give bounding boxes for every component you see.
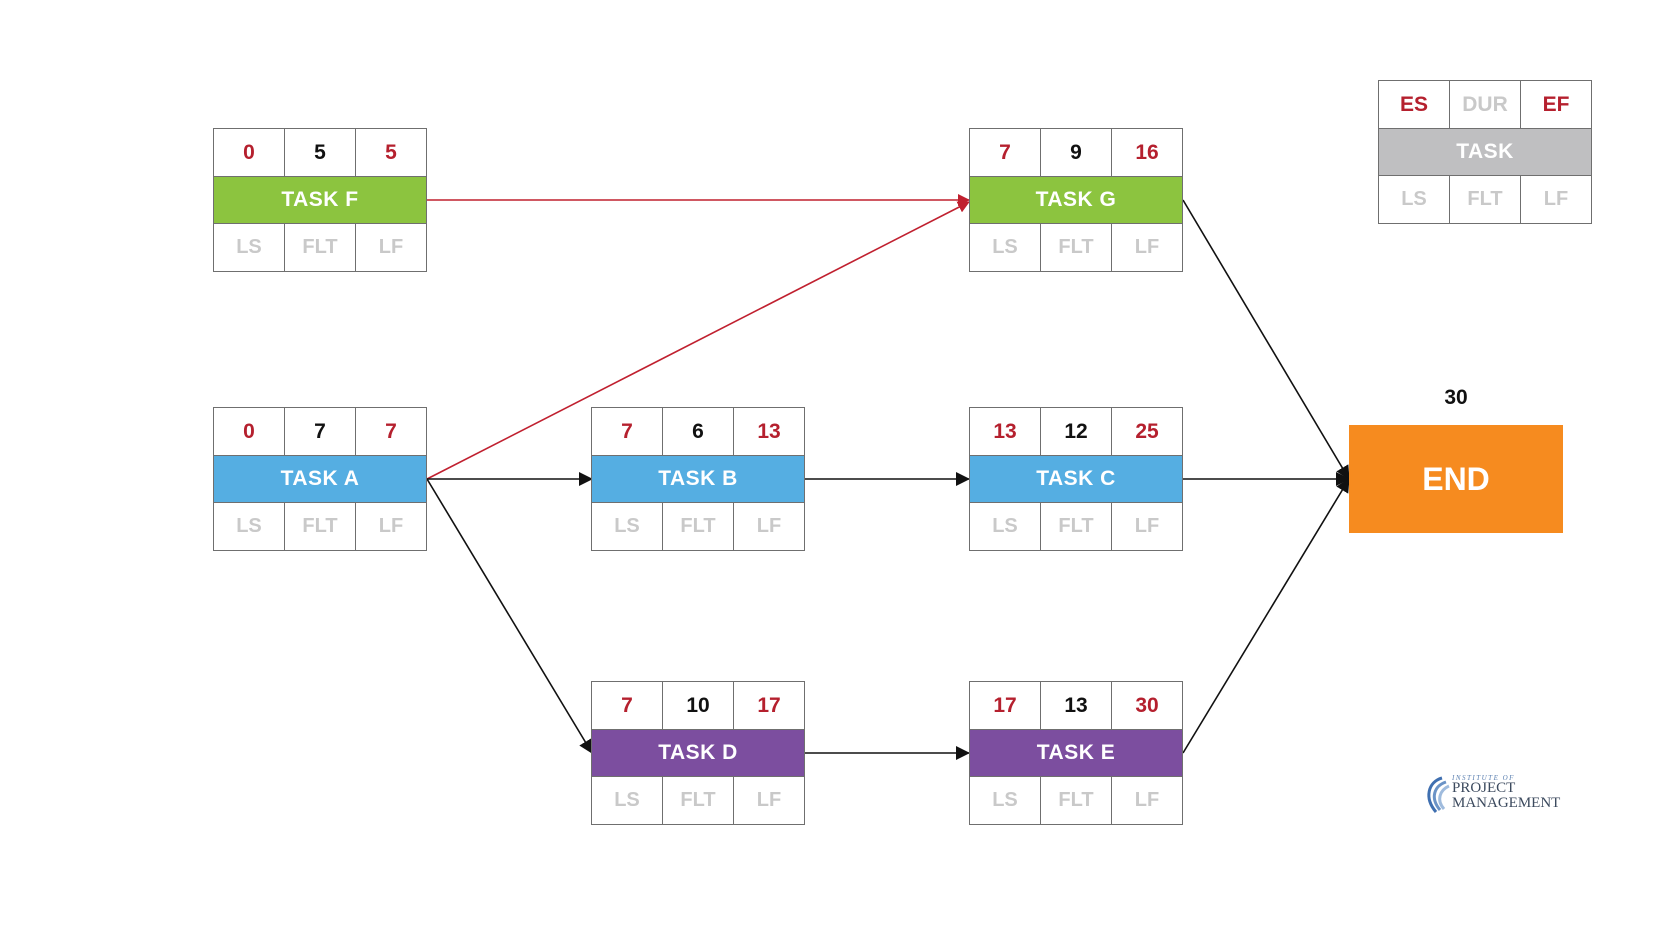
task-node-b: 7 6 13 TASK B LS FLT LF [591,407,805,551]
early-finish: 5 [355,129,426,176]
float: FLT [1040,224,1111,271]
legend-ls: LS [1401,188,1427,210]
late-finish: LF [1111,777,1182,824]
float: FLT [284,224,355,271]
task-name: TASK A [214,456,426,502]
logo-line-3: MANAGEMENT [1452,795,1561,811]
late-start: LS [236,236,262,258]
late-start: LS [236,515,262,537]
task-node-g: 7 9 16 TASK G LS FLT LF [969,128,1183,272]
end-node: END [1349,425,1563,533]
task-node-f: 0 5 5 TASK F LS FLT LF [213,128,427,272]
early-finish: 30 [1111,682,1182,729]
task-name: TASK E [970,730,1182,776]
duration: 9 [1040,129,1111,176]
late-finish: LF [355,503,426,550]
edge-a-g [426,201,970,480]
late-finish: LF [1111,224,1182,271]
duration: 12 [1040,408,1111,455]
early-start: 17 [993,693,1017,717]
legend-es: ES [1399,92,1428,116]
logo-line-2: PROJECT [1452,780,1516,796]
task-node-a: 0 7 7 TASK A LS FLT LF [213,407,427,551]
task-name: TASK F [214,177,426,223]
early-start: 0 [243,419,255,443]
late-start: LS [992,515,1018,537]
edge-g-end [1182,199,1350,480]
duration: 13 [1040,682,1111,729]
logo-mark-icon [1427,776,1450,813]
task-node-c: 13 12 25 TASK C LS FLT LF [969,407,1183,551]
late-finish: LF [355,224,426,271]
task-name: TASK G [970,177,1182,223]
float: FLT [284,503,355,550]
edge-e-end [1182,478,1350,754]
institute-logo: INSTITUTE OF PROJECT MANAGEMENT [1420,774,1570,818]
task-node-d: 7 10 17 TASK D LS FLT LF [591,681,805,825]
legend-ef: EF [1520,81,1591,128]
duration: 10 [662,682,733,729]
late-start: LS [992,236,1018,258]
float: FLT [1040,503,1111,550]
early-start: 7 [999,140,1011,164]
task-name: TASK D [592,730,804,776]
duration: 6 [662,408,733,455]
edge-a-d [426,478,593,754]
duration: 5 [284,129,355,176]
legend-node: ES DUR EF TASK LS FLT LF [1378,80,1592,224]
late-finish: LF [1111,503,1182,550]
late-finish: LF [733,777,804,824]
early-finish: 17 [733,682,804,729]
late-start: LS [614,789,640,811]
early-finish: 25 [1111,408,1182,455]
task-name: TASK C [970,456,1182,502]
early-finish: 13 [733,408,804,455]
legend-dur: DUR [1449,81,1520,128]
float: FLT [662,503,733,550]
float: FLT [662,777,733,824]
late-start: LS [992,789,1018,811]
late-start: LS [614,515,640,537]
legend-task: TASK [1379,129,1591,175]
early-start: 13 [993,419,1017,443]
early-start: 7 [621,693,633,717]
early-finish: 7 [355,408,426,455]
early-start: 7 [621,419,633,443]
early-finish: 16 [1111,129,1182,176]
late-finish: LF [733,503,804,550]
duration: 7 [284,408,355,455]
task-name: TASK B [592,456,804,502]
legend-lf: LF [1520,176,1591,223]
legend-flt: FLT [1449,176,1520,223]
end-value: 30 [1444,386,1468,409]
task-node-e: 17 13 30 TASK E LS FLT LF [969,681,1183,825]
logo-line-1: INSTITUTE OF [1452,774,1515,782]
float: FLT [1040,777,1111,824]
early-start: 0 [243,140,255,164]
